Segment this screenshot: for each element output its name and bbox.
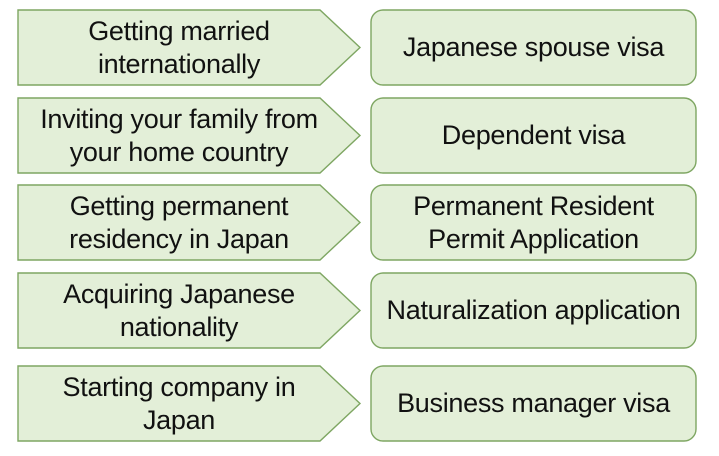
visa-label-5: Business manager visa	[397, 388, 670, 418]
visa-label-1: Japanese spouse visa	[402, 32, 665, 62]
situation-label-2: Inviting your family from your home coun…	[40, 103, 318, 167]
situation-arrow-1	[17, 9, 362, 86]
visa-label-3: Permanent Resident Permit Application	[413, 190, 654, 254]
situation-arrow-5	[17, 365, 362, 442]
visa-box-2	[370, 97, 697, 174]
visa-box-4	[370, 272, 697, 349]
situation-label-4: Acquiring Japanese nationality	[63, 278, 295, 342]
situation-arrow-4	[17, 272, 362, 349]
visa-label-4: Naturalization application	[386, 295, 681, 325]
situation-label-1: Getting married internationally	[88, 15, 270, 79]
visa-box-5	[370, 365, 697, 442]
visa-box-3	[370, 184, 697, 261]
visa-box-1	[370, 9, 697, 86]
situation-arrow-3	[17, 184, 362, 261]
situation-arrow-2	[17, 97, 362, 174]
situation-label-5: Starting company in Japan	[62, 371, 296, 435]
situation-label-3: Getting permanent residency in Japan	[69, 190, 289, 254]
visa-label-2: Dependent visa	[441, 120, 626, 150]
